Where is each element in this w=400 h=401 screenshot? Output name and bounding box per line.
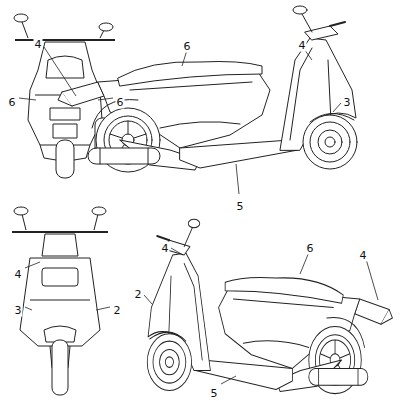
- left-side-view: [147, 219, 392, 393]
- callout-number: 4: [298, 39, 307, 52]
- callout-number: 5: [236, 200, 245, 213]
- right-side-view: [58, 6, 357, 172]
- callout-number: 6: [116, 96, 125, 109]
- callout-number: 6: [8, 96, 17, 109]
- callout-number: 6: [183, 40, 192, 53]
- callout-number: 4: [359, 249, 368, 262]
- callout-number: 5: [210, 387, 219, 400]
- callout-number: 4: [34, 38, 43, 51]
- callout-number: 2: [113, 304, 122, 317]
- callout-number: 4: [161, 242, 170, 255]
- callout-number: 6: [306, 242, 315, 255]
- leader-lines: [19, 47, 378, 384]
- callout-number: 4: [14, 268, 23, 281]
- callout-number: 3: [343, 96, 352, 109]
- callout-number: 3: [14, 304, 23, 317]
- callout-number: 2: [134, 288, 143, 301]
- front-view: [12, 207, 108, 395]
